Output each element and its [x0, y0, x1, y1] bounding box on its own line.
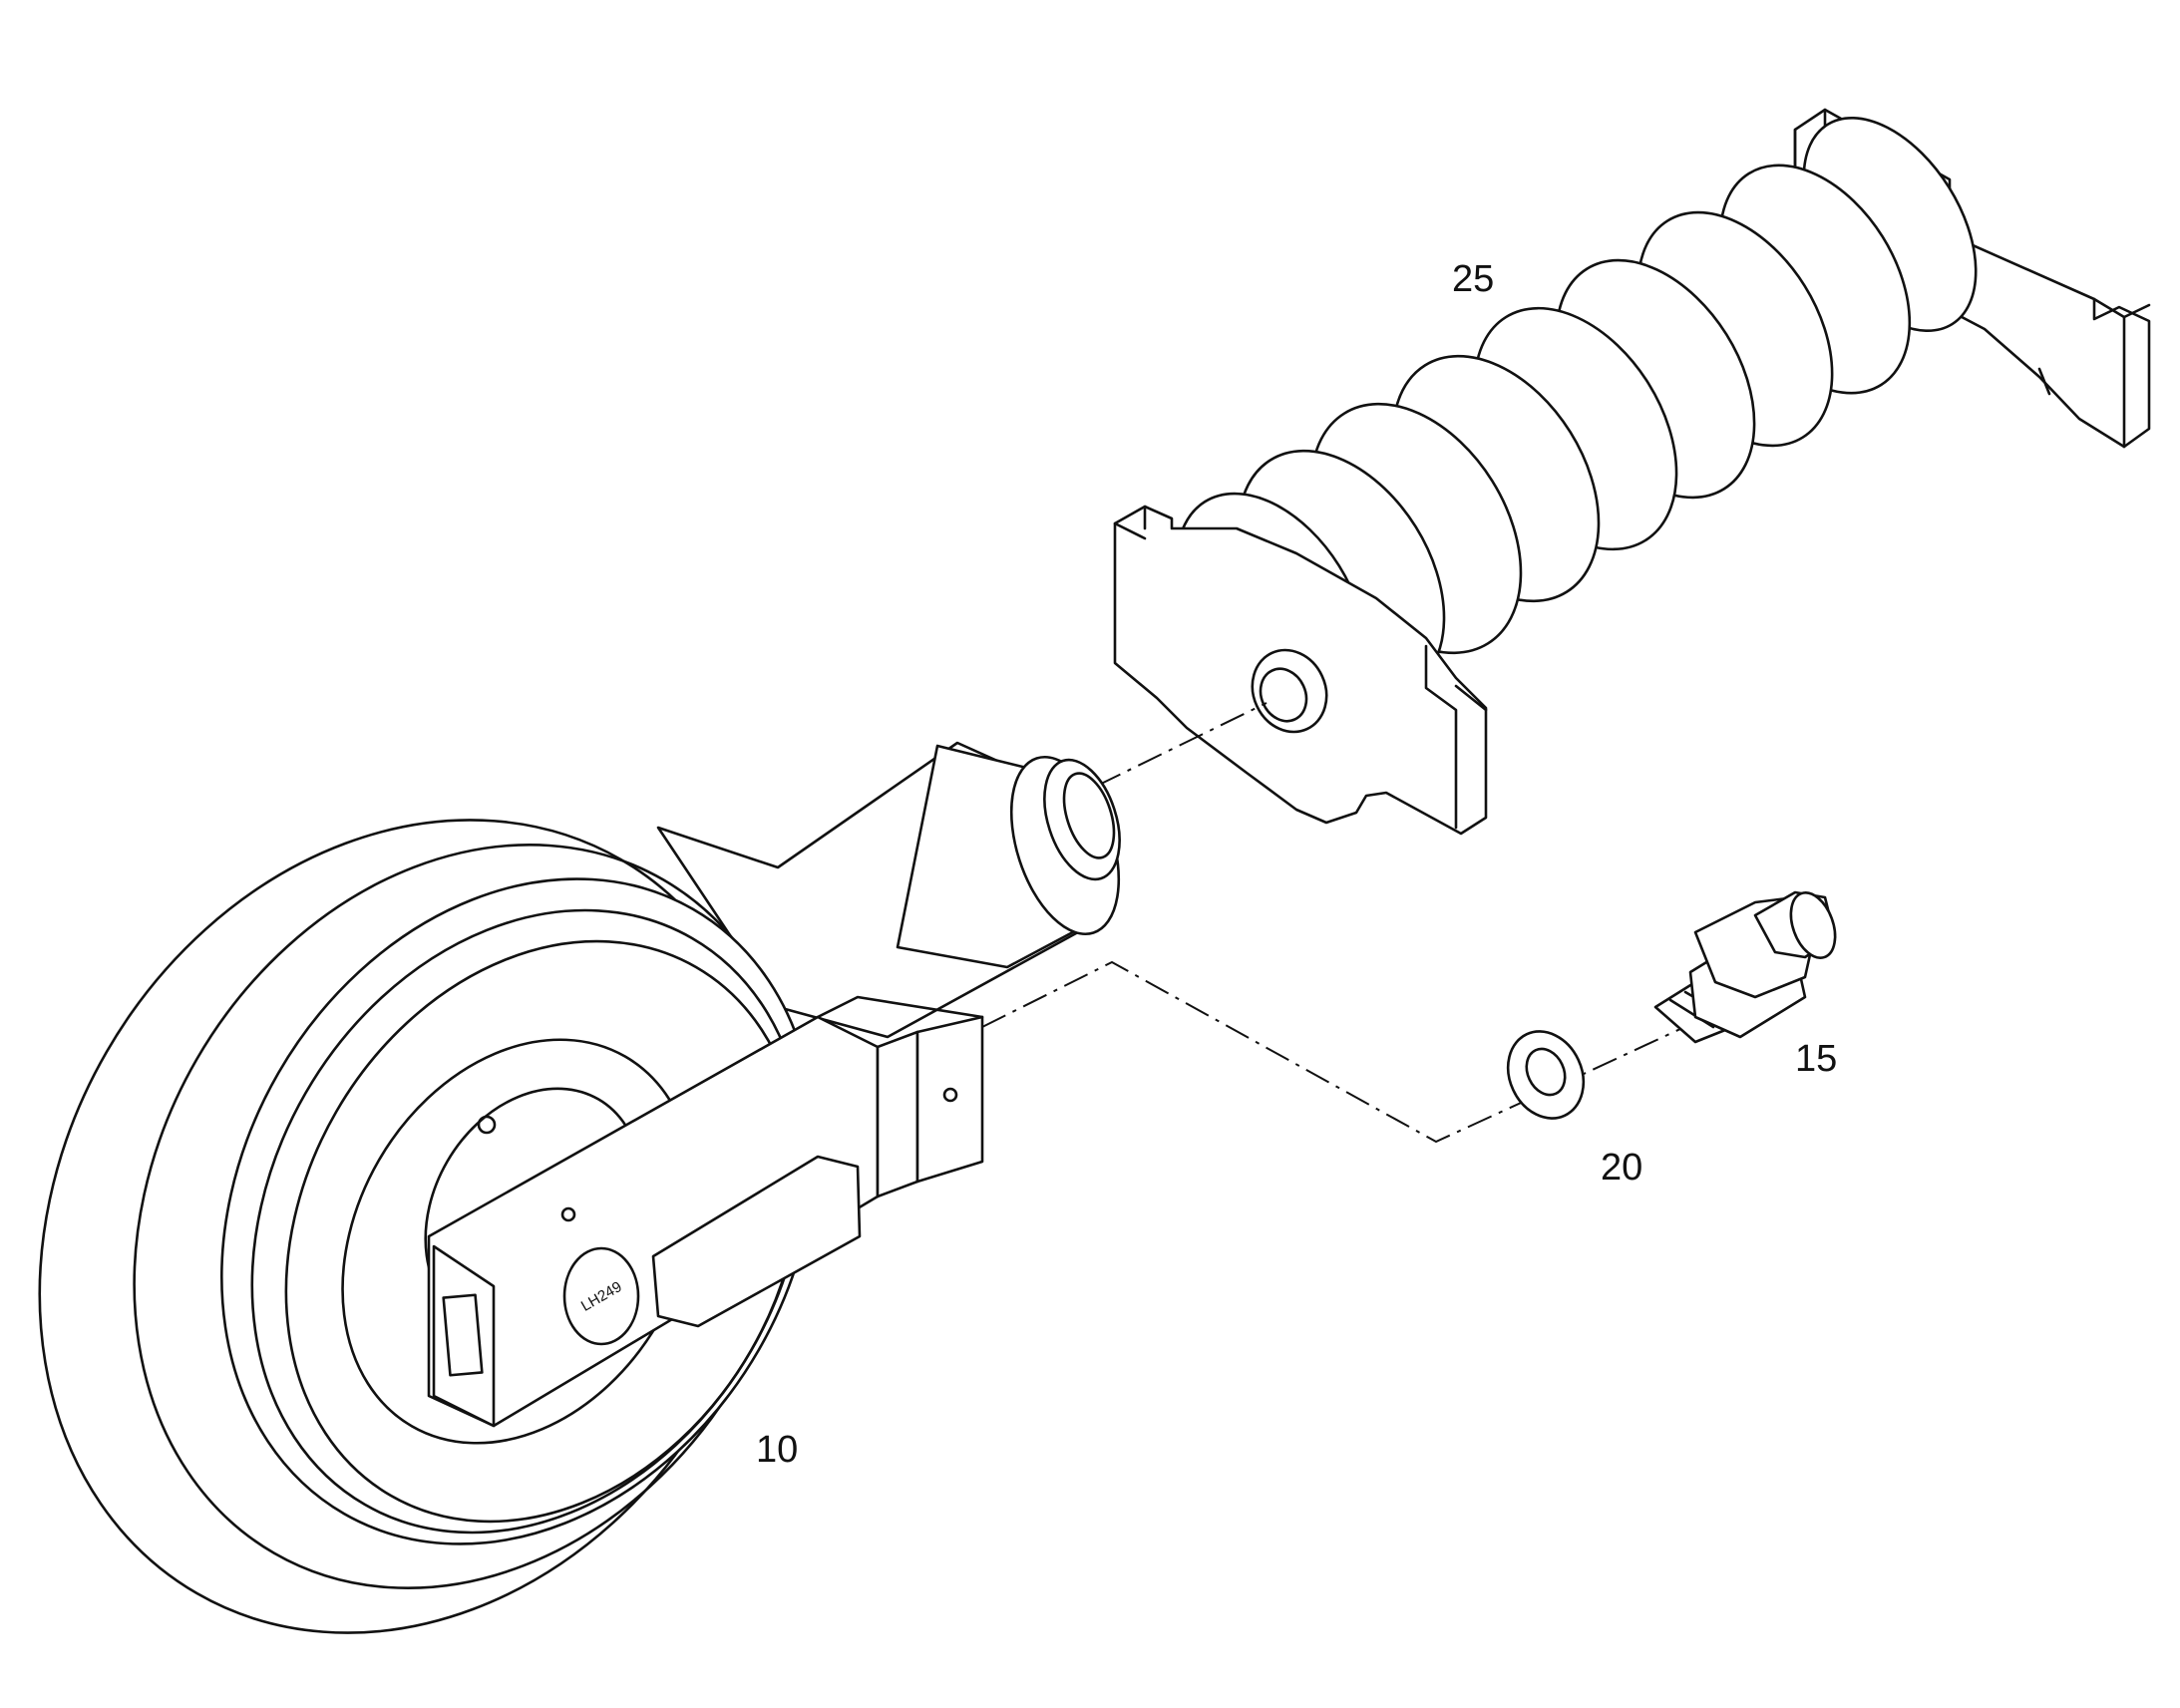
centerline-shaft-spring: [1096, 702, 1268, 787]
washer: [1506, 1030, 1586, 1120]
idler-assembly: LH249: [38, 741, 1121, 1634]
grease-fitting: [1653, 890, 1837, 1044]
callout-15: 15: [1795, 1038, 1837, 1080]
spring-front-bracket: [1113, 505, 1488, 836]
recoil-spring-assembly: [1113, 108, 2151, 836]
callout-25: 25: [1452, 258, 1494, 300]
centerline-grease-path: [981, 960, 1696, 1144]
idler-bearing-block: LH249: [427, 995, 984, 1428]
callout-20: 20: [1601, 1147, 1642, 1189]
tension-cylinder: [656, 741, 1121, 1039]
callout-10: 10: [756, 1429, 798, 1471]
